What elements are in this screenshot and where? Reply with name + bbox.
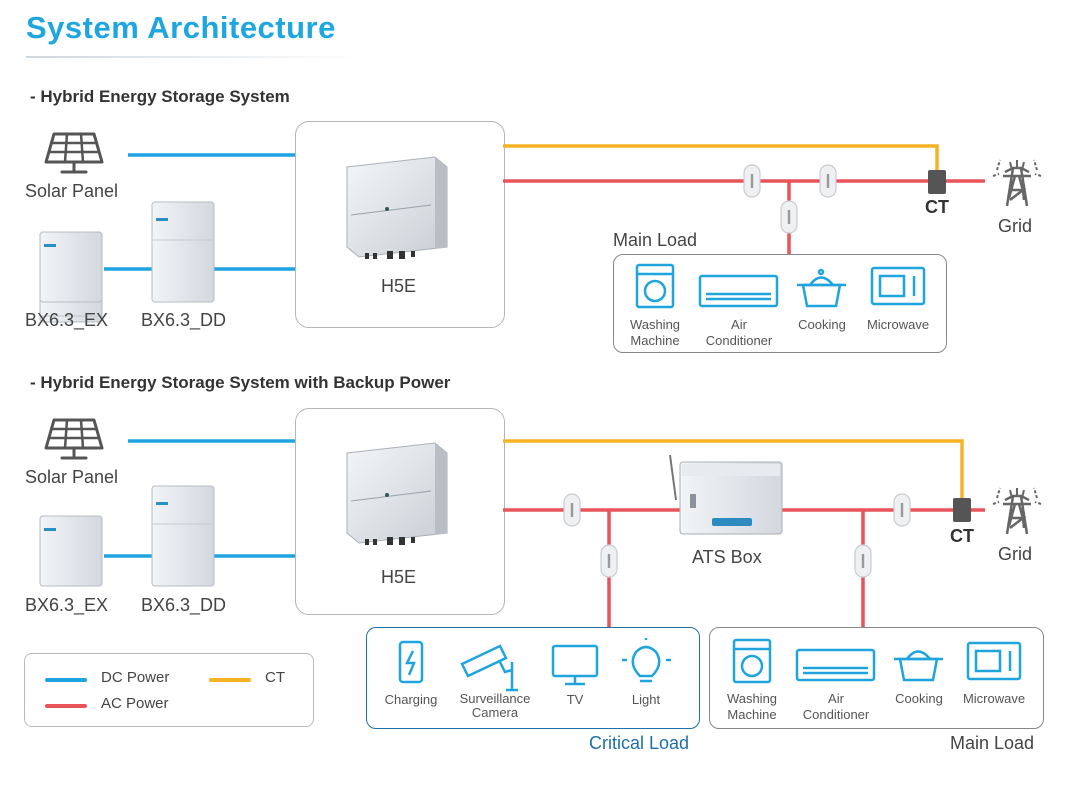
ats-box-image [669, 454, 783, 535]
inverter-label: H5E [381, 276, 417, 296]
battery-ex-image-2 [39, 515, 103, 587]
ats-box-label: ATS Box [692, 547, 762, 567]
load-label: Cooking [798, 317, 846, 332]
solar-panel-icon [44, 132, 104, 174]
load-label-2: Washing Machine [726, 691, 778, 722]
cooking-pot-icon [797, 268, 846, 308]
inverter-image-2 [346, 442, 448, 546]
legend-ac-swatch [45, 704, 87, 708]
battery-ex-label: BX6.3_EX [25, 310, 109, 330]
ct-label: CT [925, 197, 949, 217]
microwave-icon [870, 266, 926, 306]
solar-panel-icon [44, 418, 104, 460]
main-load-title: Main Load [613, 230, 698, 250]
ct-label-2: CT [950, 526, 974, 546]
battery-ex-label-2: BX6.3_EX [25, 595, 109, 615]
washing-machine-icon [635, 263, 675, 309]
load-label: Microwave [866, 317, 930, 332]
grid-label-2: Grid [998, 544, 1033, 564]
load-label-2: Microwave [962, 691, 1026, 706]
microwave-icon-2 [966, 641, 1022, 681]
battery-dd-label: BX6.3_DD [141, 310, 227, 330]
grid-tower-icon [991, 158, 1043, 208]
load-label-2: Air Conditioner [802, 691, 870, 722]
solar-panel-label: Solar Panel [25, 181, 119, 201]
main-load-title-2: Main Load [950, 733, 1035, 753]
section-title-2: - Hybrid Energy Storage System with Back… [30, 373, 451, 392]
grid-tower-icon-2 [991, 486, 1043, 536]
light-bulb-icon [622, 638, 671, 683]
page-title: System Architecture [26, 10, 336, 45]
legend-ac-label: AC Power [101, 695, 169, 712]
load-label: Washing Machine [629, 317, 681, 348]
legend-dc-label: DC Power [101, 669, 170, 686]
load-label: Air Conditioner [705, 317, 773, 348]
section-title-1: - Hybrid Energy Storage System [30, 87, 290, 106]
critical-load-label: Light [631, 692, 661, 707]
surveillance-camera-icon [460, 644, 518, 692]
air-conditioner-icon-2 [795, 648, 876, 682]
critical-load-label: Charging [384, 692, 438, 707]
legend-dc-swatch [45, 678, 87, 682]
inverter-image [346, 156, 448, 260]
critical-load-label: Surveillance Camera [459, 691, 531, 720]
load-label-2: Cooking [895, 691, 943, 706]
tv-icon [551, 644, 599, 686]
battery-dd-label-2: BX6.3_DD [141, 595, 227, 615]
legend-ct-label: CT [265, 669, 285, 686]
critical-load-title: Critical Load [589, 733, 690, 753]
grid-label: Grid [998, 216, 1033, 236]
battery-dd-image-2 [151, 485, 215, 587]
legend: DC Power CT AC Power [24, 653, 314, 727]
title-underline [26, 56, 366, 58]
inverter-label-2: H5E [381, 567, 417, 587]
air-conditioner-icon [698, 274, 779, 308]
solar-panel-label-2: Solar Panel [25, 467, 119, 487]
legend-ct-swatch [209, 678, 251, 682]
washing-machine-icon-2 [732, 638, 772, 684]
cooking-pot-icon-2 [894, 650, 943, 682]
charging-phone-icon [398, 640, 424, 684]
critical-load-label: TV [566, 692, 584, 707]
battery-dd-image [151, 201, 215, 303]
